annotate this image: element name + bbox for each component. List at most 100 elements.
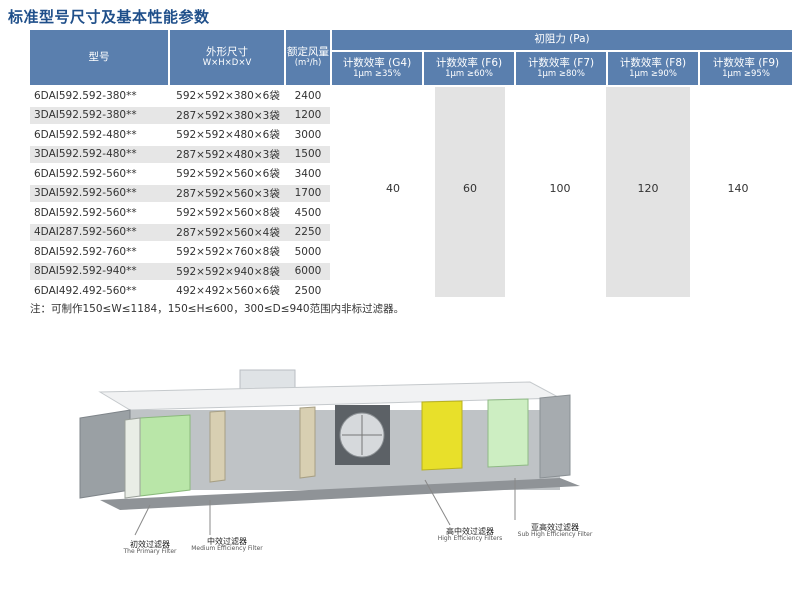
cell-flow: 2250	[286, 223, 330, 241]
cell-flow: 5000	[294, 245, 322, 258]
primary-filter	[139, 414, 191, 497]
table-row: 3DAI592.592-380** 287×592×380×3袋 1200	[30, 106, 330, 126]
eff-g4-sub: 1μm ≥35%	[353, 68, 401, 79]
sub-high-filter	[487, 398, 529, 468]
table-row: 3DAI592.592-480** 287×592×480×3袋 1500	[30, 145, 330, 165]
header-eff-f7: 计数效率 (F7) 1μm ≥80%	[516, 52, 606, 85]
label-primary-filter: 初效过滤器 The Primary Filter	[105, 540, 195, 556]
header-dimensions-label: 外形尺寸	[206, 46, 248, 59]
pointer-line	[424, 479, 451, 526]
cell-dim: 492×492×560×6袋	[176, 285, 280, 298]
label-sub-high-filter: 亚高效过滤器 Sub High Efficiency Filter	[500, 523, 610, 539]
header-resistance-label: 初阻力 (Pa)	[534, 33, 590, 46]
label-high-zh: 高中效过滤器	[446, 527, 494, 536]
header-model-label: 型号	[88, 50, 110, 63]
cell-model: 6DAI592.592-480**	[34, 128, 137, 141]
cell-model: 6DAI592.592-380**	[34, 89, 137, 102]
table-row: 4DAI287.592-560** 287×592×560×4袋 2250	[30, 223, 330, 243]
cell-dim: 287×592×380×3袋	[170, 106, 286, 124]
resistance-f7: 100	[549, 182, 571, 195]
cell-dim: 592×592×560×6袋	[176, 168, 280, 181]
table-row: 3DAI592.592-560** 287×592×560×3袋 1700	[30, 184, 330, 204]
header-eff-f8: 计数效率 (F8) 1μm ≥90%	[608, 52, 698, 85]
label-sub-high-en: Sub High Efficiency Filter	[517, 531, 593, 539]
cell-model: 3DAI592.592-480**	[30, 145, 170, 163]
header-resistance: 初阻力 (Pa)	[332, 30, 792, 50]
cell-dim: 592×592×380×6袋	[176, 90, 280, 103]
eff-f9-label: 计数效率 (F9)	[712, 57, 780, 70]
outlet-box	[539, 394, 571, 479]
cell-flow: 3000	[294, 128, 322, 141]
cell-model: 3DAI592.592-380**	[30, 106, 170, 124]
resistance-f8: 120	[637, 182, 659, 195]
primary-filter-frame	[124, 417, 141, 499]
header-eff-f6: 计数效率 (F6) 1μm ≥60%	[424, 52, 514, 85]
inlet-box	[79, 409, 131, 499]
cell-flow: 1500	[286, 145, 330, 163]
cell-dim: 592×592×940×8袋	[170, 262, 286, 280]
cell-model: 6DAI492.492-560**	[34, 284, 137, 297]
cell-model: 8DAI592.592-940**	[30, 262, 170, 280]
header-airflow: 额定风量 (m³/h)	[286, 30, 330, 85]
label-medium-zh: 中效过滤器	[207, 537, 247, 546]
label-medium-en: Medium Efficiency Filter	[191, 545, 263, 553]
cell-flow: 6000	[286, 262, 330, 280]
eff-f6-sub: 1μm ≥60%	[445, 68, 493, 79]
eff-f8-label: 计数效率 (F8)	[619, 57, 687, 70]
eff-f8-sub: 1μm ≥90%	[629, 68, 677, 79]
eff-f7-sub: 1μm ≥80%	[537, 68, 585, 79]
cell-model: 3DAI592.592-560**	[30, 184, 170, 202]
label-high-filter: 高中效过滤器 High Efficiency Filters	[415, 527, 525, 543]
table-row: 6DAI492.492-560** 492×492×560×6袋 2500	[30, 281, 330, 301]
page-title: 标准型号尺寸及基本性能参数	[8, 8, 210, 26]
header-airflow-unit: (m³/h)	[294, 57, 322, 68]
header-airflow-label: 额定风量	[287, 46, 329, 59]
eff-f7-label: 计数效率 (F7)	[527, 57, 595, 70]
resistance-g4: 40	[386, 182, 400, 195]
cell-dim: 287×592×560×3袋	[170, 184, 286, 202]
label-medium-filter: 中效过滤器 Medium Efficiency Filter	[172, 537, 282, 553]
cell-flow: 1200	[286, 106, 330, 124]
medium-filter-a	[209, 410, 226, 483]
label-primary-zh: 初效过滤器	[130, 540, 170, 549]
table-row: 8DAI592.592-760** 592×592×760×8袋 5000	[30, 242, 330, 262]
table-row: 8DAI592.592-940** 592×592×940×8袋 6000	[30, 262, 330, 282]
air-handling-unit-illustration	[79, 369, 580, 536]
table-row: 6DAI592.592-380** 592×592×380×6袋 2400	[30, 86, 330, 106]
eff-f9-sub: 1μm ≥95%	[722, 68, 770, 79]
label-sub-high-zh: 亚高效过滤器	[531, 523, 579, 532]
cell-flow: 1700	[286, 184, 330, 202]
eff-g4-label: 计数效率 (G4)	[342, 57, 412, 70]
resistance-f9: 140	[727, 182, 749, 195]
cell-flow: 3400	[294, 167, 322, 180]
cell-flow: 4500	[294, 206, 322, 219]
band-f6	[435, 87, 505, 297]
pointer-line	[134, 504, 151, 536]
resistance-f6: 60	[463, 182, 477, 195]
footnote: 注：可制作150≤W≤1184，150≤H≤600，300≤D≤940范围内非标…	[30, 303, 405, 315]
cell-flow: 2400	[294, 89, 322, 102]
header-eff-g4: 计数效率 (G4) 1μm ≥35%	[332, 52, 422, 85]
cell-dim: 592×592×480×6袋	[176, 129, 280, 142]
medium-filter-b	[299, 406, 316, 479]
cell-model: 4DAI287.592-560**	[30, 223, 170, 241]
housing-floor	[100, 478, 580, 510]
table-row: 8DAI592.592-560** 592×592×560×8袋 4500	[30, 203, 330, 223]
spec-table: 型号 外形尺寸 W×H×D×V 额定风量 (m³/h) 初阻力 (Pa) 计数效…	[30, 30, 792, 298]
cell-model: 8DAI592.592-560**	[34, 206, 137, 219]
header-eff-f9: 计数效率 (F9) 1μm ≥95%	[700, 52, 792, 85]
table-row: 6DAI592.592-480** 592×592×480×6袋 3000	[30, 125, 330, 145]
band-f8	[606, 87, 690, 297]
cell-dim: 287×592×480×3袋	[170, 145, 286, 163]
cell-flow: 2500	[294, 284, 322, 297]
cell-dim: 287×592×560×4袋	[170, 223, 286, 241]
header-dimensions-sub: W×H×D×V	[202, 57, 252, 68]
eff-f6-label: 计数效率 (F6)	[435, 57, 503, 70]
label-primary-en: The Primary Filter	[123, 548, 177, 556]
high-medium-filter	[421, 400, 463, 471]
header-dimensions: 外形尺寸 W×H×D×V	[170, 30, 284, 85]
cell-model: 8DAI592.592-760**	[34, 245, 137, 258]
label-high-en: High Efficiency Filters	[437, 535, 503, 543]
header-model: 型号	[30, 30, 168, 85]
table-row: 6DAI592.592-560** 592×592×560×6袋 3400	[30, 164, 330, 184]
